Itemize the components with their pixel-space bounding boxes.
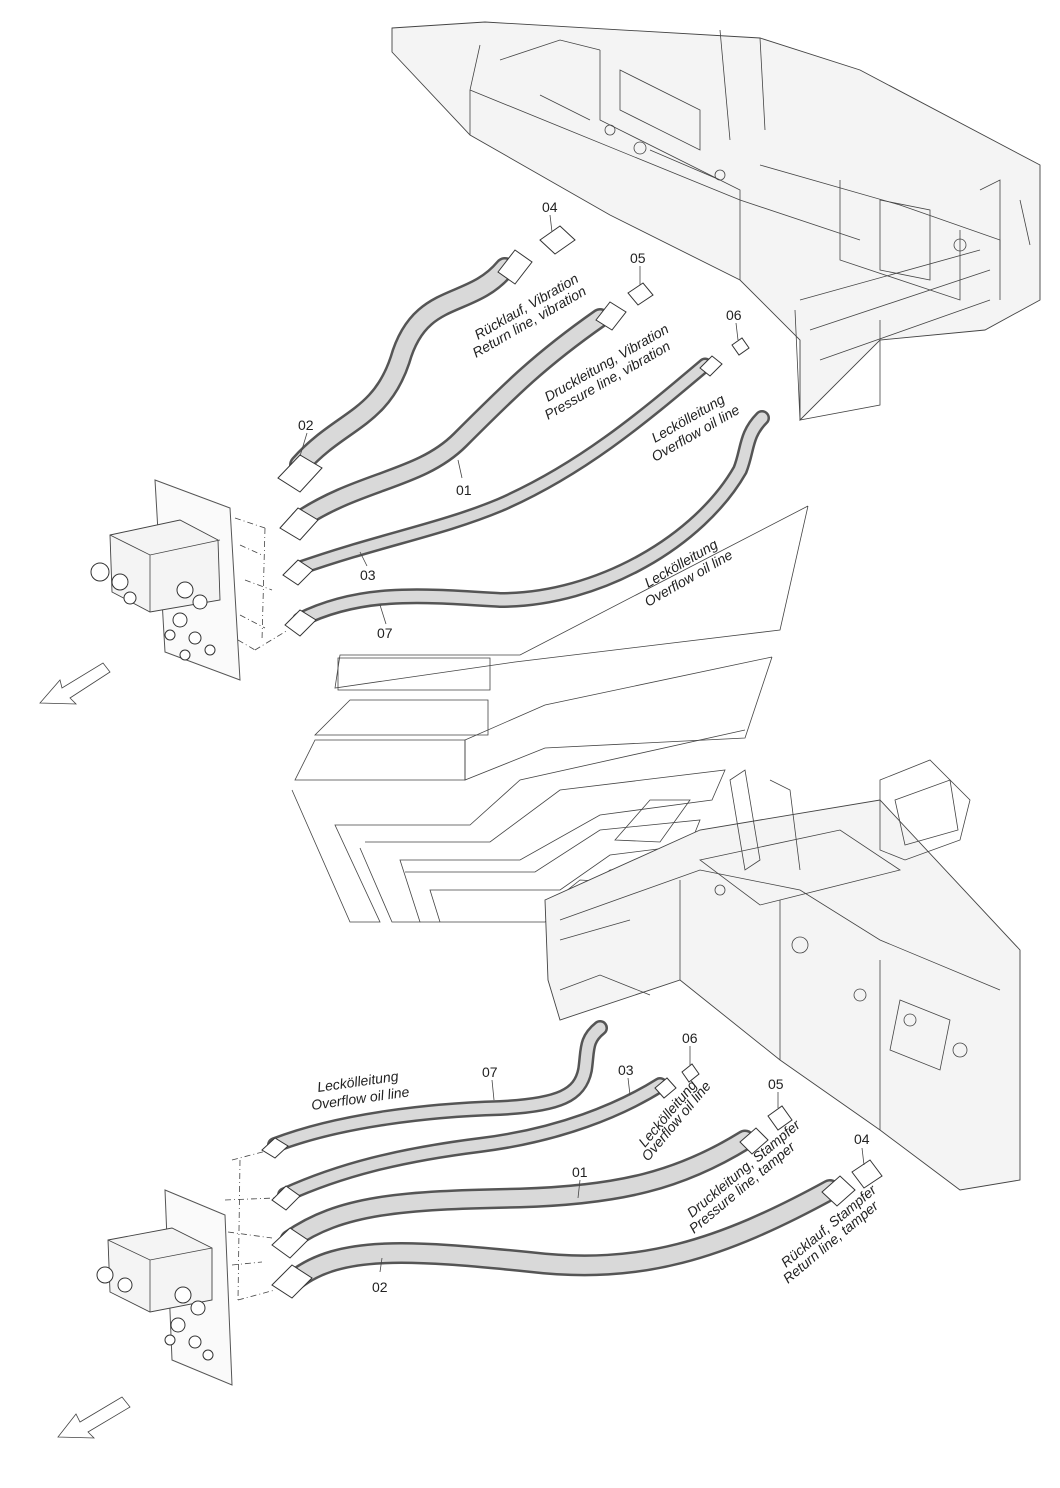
lower-hose-07	[261, 1020, 608, 1159]
upper-machine-frame	[391, 21, 1041, 422]
callout-01-lower: 01	[572, 1164, 588, 1180]
callout-03-lower: 03	[618, 1062, 634, 1078]
upper-fittings	[539, 225, 750, 356]
direction-arrow-icon	[57, 1396, 131, 1439]
upper-callouts: 04 05 06 02 01 03 07	[298, 199, 742, 641]
lower-leaders	[379, 1046, 865, 1273]
callout-06-lower: 06	[682, 1030, 698, 1046]
upper-hose-03	[282, 355, 723, 586]
direction-arrow-icon	[39, 662, 111, 705]
callout-04: 04	[542, 199, 558, 215]
callout-02: 02	[298, 417, 314, 433]
callout-07-lower: 07	[482, 1064, 498, 1080]
upper-hose-07	[284, 410, 770, 637]
lower-callouts: 07 03 06 05 01 04 02	[372, 1030, 870, 1295]
upper-hose-02	[277, 249, 533, 493]
upper-valve-block	[90, 479, 289, 681]
callout-03: 03	[360, 567, 376, 583]
callout-04-lower: 04	[854, 1131, 870, 1147]
lower-machine-frame	[544, 759, 1021, 1191]
upper-leaders	[299, 214, 739, 625]
lower-hose-03	[271, 1077, 677, 1211]
callout-01: 01	[456, 482, 472, 498]
lower-valve-block	[96, 1149, 276, 1386]
upper-hose-01	[279, 301, 627, 541]
callout-05-lower: 05	[768, 1076, 784, 1092]
lower-hose-01	[271, 1127, 769, 1259]
callout-02-lower: 02	[372, 1279, 388, 1295]
callout-05: 05	[630, 250, 646, 266]
lower-fittings	[681, 1063, 883, 1189]
callout-06: 06	[726, 307, 742, 323]
lower-hose-02	[271, 1175, 856, 1299]
callout-07: 07	[377, 625, 393, 641]
